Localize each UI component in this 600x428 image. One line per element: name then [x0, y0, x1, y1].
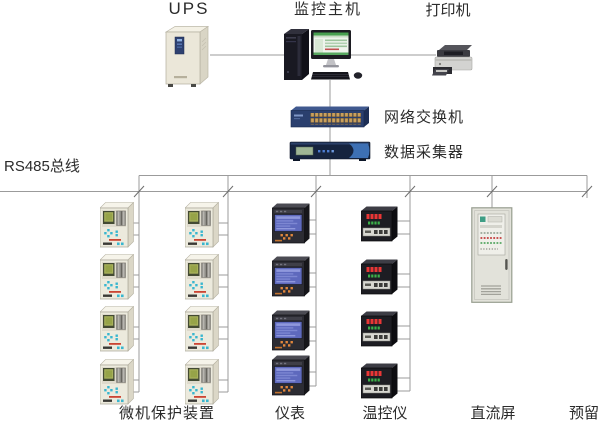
protection-device [185, 359, 219, 405]
printer-label: 打印机 [425, 2, 471, 19]
data-collector-label: 数据采集器 [384, 144, 465, 161]
meter-device [272, 355, 310, 396]
protection-device [185, 306, 219, 352]
temp-controllers-label: 温控仪 [362, 405, 408, 422]
protection-device [185, 202, 219, 248]
temp-controller-device [361, 206, 398, 242]
monitoring-host-device [283, 28, 363, 81]
meters-label: 仪表 [274, 405, 305, 422]
data-collector-device [289, 141, 371, 162]
network-switch-device [290, 106, 370, 128]
protection-device [100, 359, 134, 405]
dc-panel-cabinet [471, 207, 513, 303]
reserved-label: 预留 [568, 405, 599, 422]
rs485-bus-label: RS485总线 [4, 158, 80, 175]
temp-controller-device [361, 259, 398, 295]
temp-controller-device [361, 311, 398, 347]
protection-device [100, 202, 134, 248]
protection-device [100, 306, 134, 352]
meter-device [272, 256, 310, 297]
temp-controller-device [361, 363, 398, 399]
network-switch-label: 网络交换机 [384, 109, 465, 126]
protection-devices-label: 微机保护装置 [118, 405, 215, 422]
protection-device [100, 254, 134, 300]
monitoring-host-label: 监控主机 [293, 1, 362, 18]
protection-device [185, 254, 219, 300]
meter-device [272, 310, 310, 351]
dc-panel-label: 直流屏 [470, 405, 516, 422]
printer-device [432, 44, 473, 76]
ups-device [165, 26, 209, 88]
meter-device [272, 203, 310, 244]
bus-tap-marks [133, 185, 593, 198]
ups-label: UPS [168, 0, 210, 18]
